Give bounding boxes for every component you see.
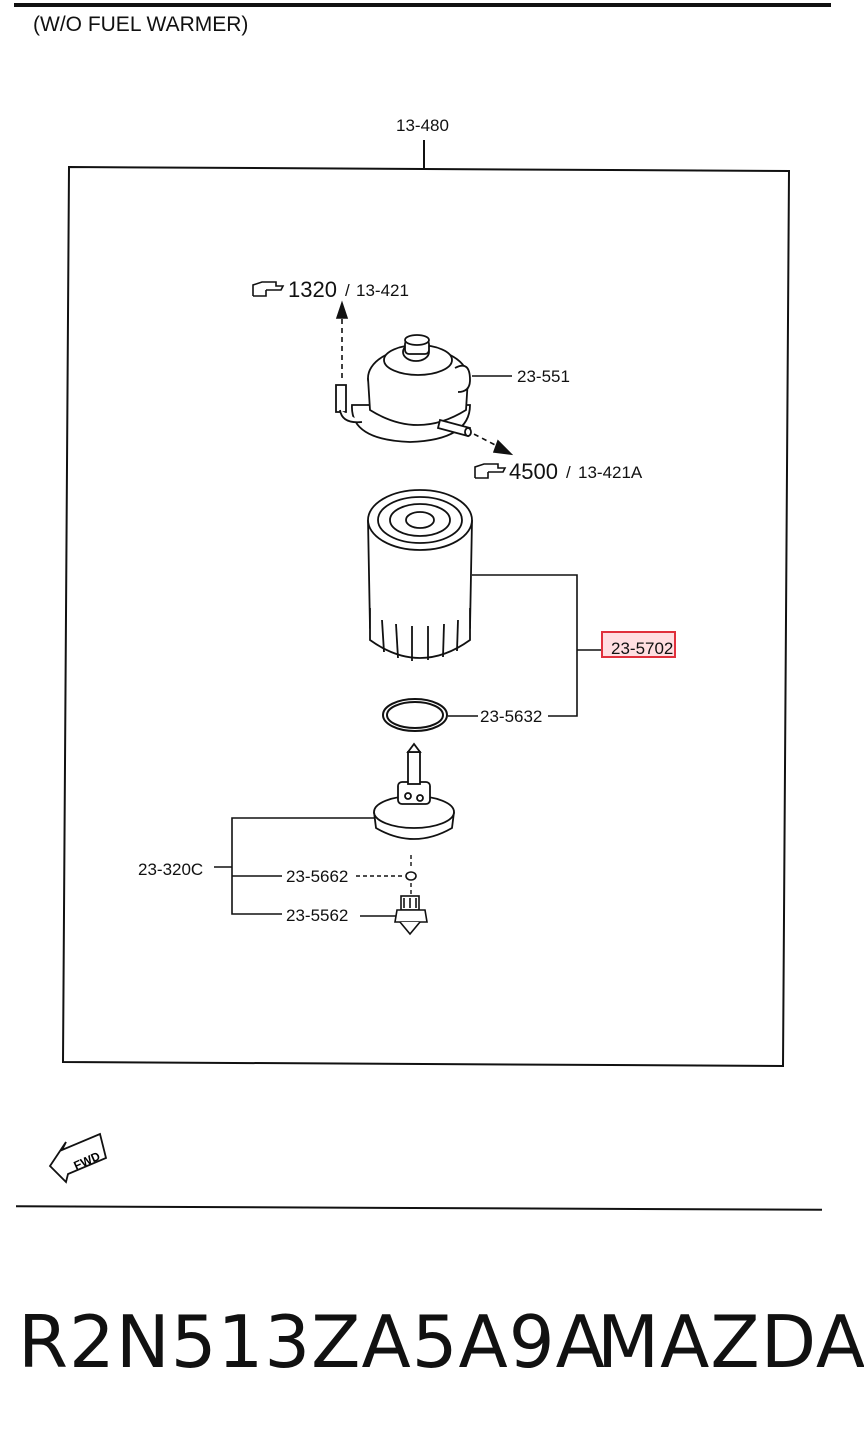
- hand-pointer-icon: [252, 281, 285, 297]
- label-drain-plug: 23-5562: [286, 906, 349, 925]
- label-ref-upper-slash: /: [345, 281, 350, 300]
- sensor-bracket: [214, 817, 374, 915]
- label-o-ring: 23-5632: [480, 707, 543, 726]
- part-number: R2N513ZA5A9A: [18, 1300, 606, 1384]
- label-ref-lower-num: 4500: [509, 459, 558, 484]
- upper-port-arrow: [335, 300, 349, 378]
- lower-port-arrow: [465, 429, 514, 456]
- label-filter: 23-5702: [611, 639, 674, 658]
- label-sensor: 23-320C: [138, 860, 204, 879]
- label-small-o-ring: 23-5662: [286, 867, 349, 886]
- label-ref-upper-num: 1320: [288, 277, 337, 302]
- label-head: 23-551: [517, 367, 570, 386]
- fwd-label: FWD: [72, 1149, 103, 1173]
- brand-name: MAZDA: [597, 1300, 864, 1384]
- filter-head: [335, 334, 472, 443]
- small-o-ring: [405, 871, 417, 881]
- top-rule: [14, 3, 831, 7]
- label-ref-lower-code: 13-421A: [578, 463, 643, 482]
- filter-cartridge: [367, 489, 473, 661]
- label-ref-lower-slash: /: [566, 463, 571, 482]
- o-ring: [382, 698, 448, 732]
- label-assembly: 13-480: [396, 116, 449, 135]
- hand-pointer-icon: [474, 463, 507, 479]
- filter-label-highlight: [601, 631, 676, 658]
- assembly-frame: [61, 165, 791, 1068]
- fwd-arrow-icon: [48, 1132, 108, 1184]
- filter-bracket: [472, 574, 601, 717]
- variant-label: (W/O FUEL WARMER): [33, 13, 249, 36]
- drain-plug: [394, 895, 428, 936]
- label-ref-upper-code: 13-421: [356, 281, 409, 300]
- water-sensor: [373, 742, 455, 840]
